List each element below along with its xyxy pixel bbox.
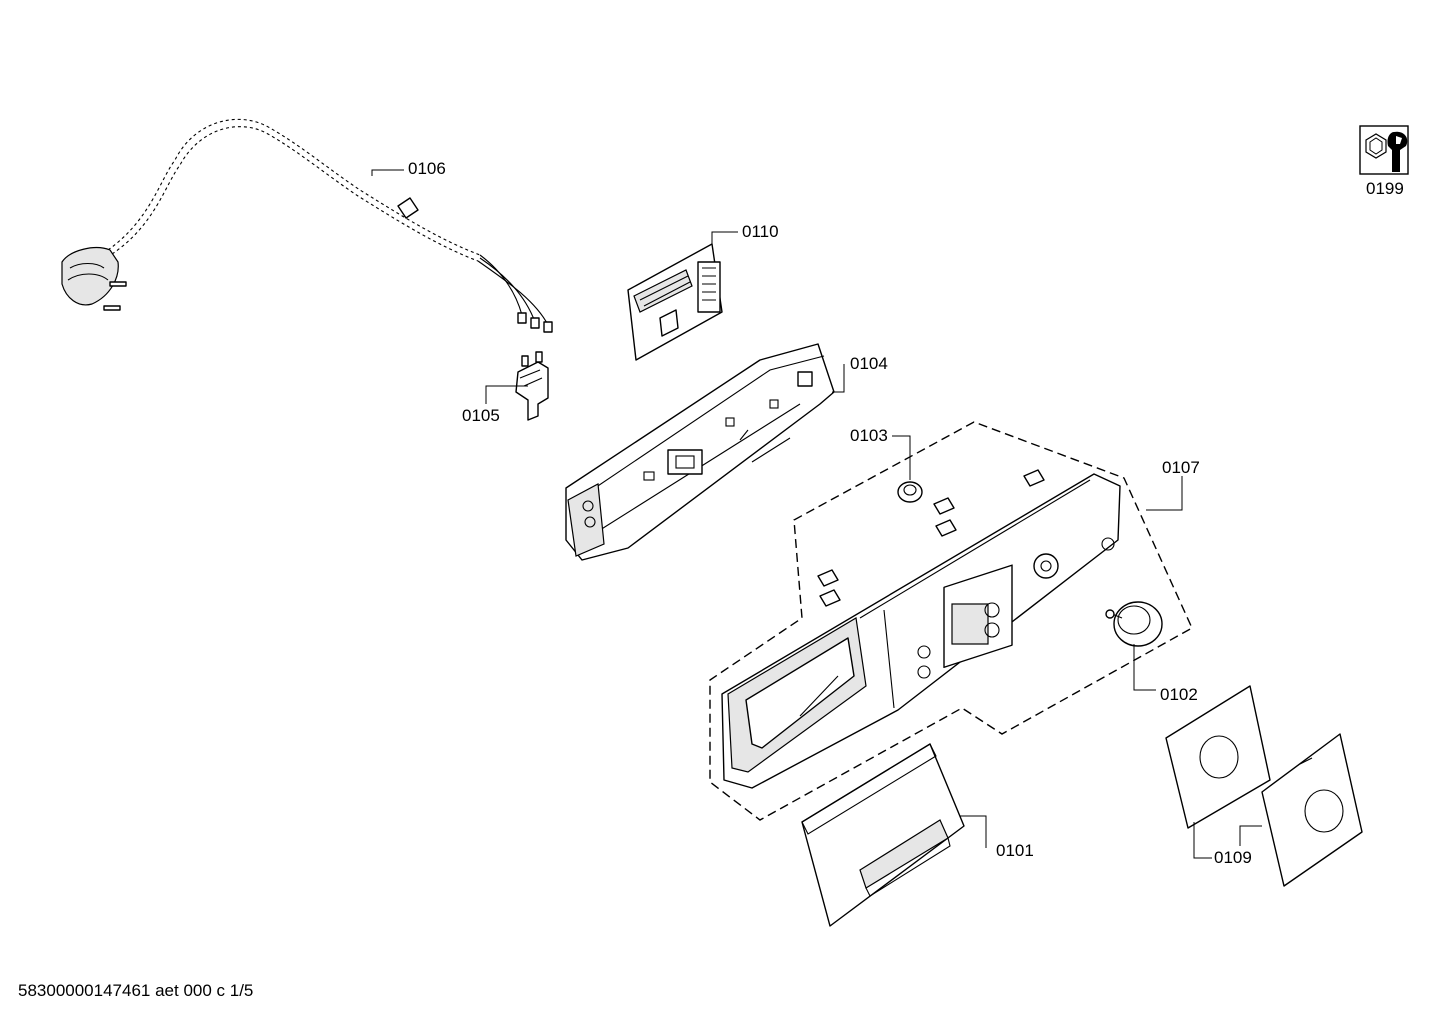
suppressor-part[interactable] — [515, 351, 549, 421]
label-0102: 0102 — [1160, 685, 1198, 704]
document-footer-code: 58300000147461 aet 000 c 1/5 — [18, 981, 254, 1000]
label-0106: 0106 — [408, 159, 446, 178]
button-part[interactable] — [897, 481, 923, 503]
knob-part[interactable] — [1105, 601, 1163, 647]
power-cord-part[interactable] — [61, 118, 553, 333]
light-pipes — [817, 469, 1045, 607]
pcb-module-part[interactable] — [627, 243, 723, 361]
label-0107: 0107 — [1162, 458, 1200, 477]
drawer-handle-part[interactable] — [801, 743, 965, 927]
label-0110: 0110 — [742, 222, 779, 241]
housing-frame-part[interactable] — [565, 343, 835, 561]
service-wrench-icon — [1359, 125, 1409, 175]
label-0103: 0103 — [850, 426, 888, 445]
label-0109: 0109 — [1214, 848, 1252, 867]
panel-assembly-outline — [709, 421, 1193, 821]
leader-lines — [371, 169, 1262, 859]
label-0105: 0105 — [462, 406, 500, 425]
label-0101: 0101 — [996, 841, 1034, 860]
label-0104: 0104 — [850, 354, 888, 373]
control-panel-part[interactable] — [721, 473, 1121, 789]
cover-panel-part[interactable] — [1165, 685, 1363, 887]
label-0199: 0199 — [1366, 179, 1404, 198]
